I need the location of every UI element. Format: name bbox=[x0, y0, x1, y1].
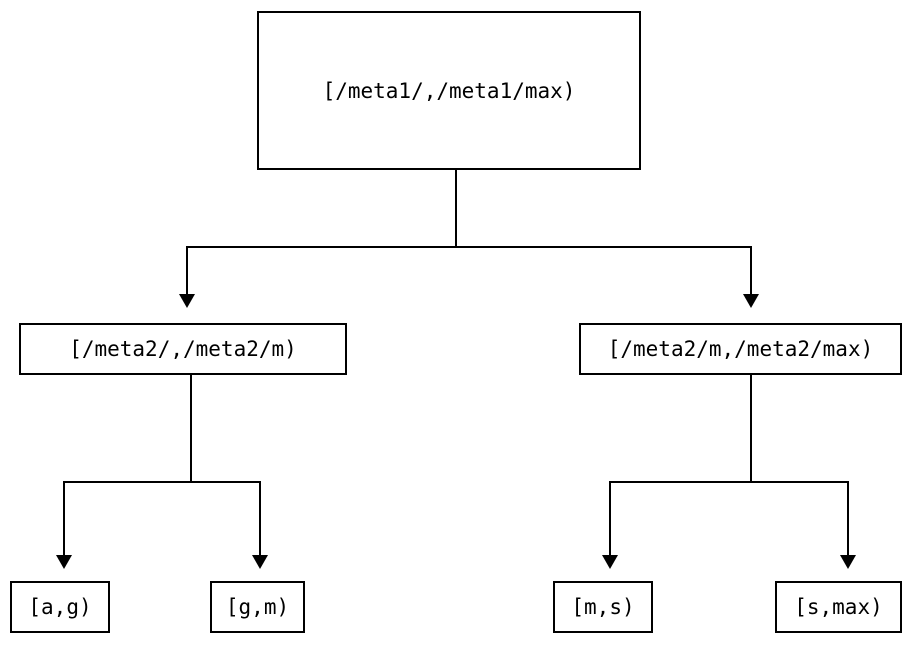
arrowhead-root-to-mid-right-icon bbox=[743, 294, 759, 308]
edge-mid-right-to-leaf-s-max-drop bbox=[847, 481, 849, 555]
node-leaf-g-m-label: [g,m) bbox=[225, 595, 290, 619]
edge-root-to-mid-right-drop bbox=[750, 246, 752, 294]
node-root-label: [/meta1/,/meta1/max) bbox=[322, 78, 576, 103]
node-mid-right-label: [/meta2/m,/meta2/max) bbox=[607, 337, 874, 361]
arrowhead-mid-left-to-leaf-g-m-icon bbox=[252, 555, 268, 569]
node-mid-left[interactable]: [/meta2/,/meta2/m) bbox=[19, 323, 347, 375]
node-leaf-m-s[interactable]: [m,s) bbox=[553, 581, 653, 633]
edge-mid-right-stem bbox=[750, 375, 752, 482]
node-leaf-a-g-label: [a,g) bbox=[28, 595, 92, 619]
edge-mid-left-to-leaf-a-g-drop bbox=[63, 481, 65, 555]
node-mid-right[interactable]: [/meta2/m,/meta2/max) bbox=[579, 323, 902, 375]
edge-root-to-mid-left-drop bbox=[186, 246, 188, 294]
arrowhead-root-to-mid-left-icon bbox=[179, 294, 195, 308]
edge-mid-left-to-leaf-g-m-drop bbox=[259, 481, 261, 555]
arrowhead-mid-left-to-leaf-a-g-icon bbox=[56, 555, 72, 569]
arrowhead-mid-right-to-leaf-m-s-icon bbox=[602, 555, 618, 569]
node-leaf-m-s-label: [m,s) bbox=[571, 595, 635, 619]
edge-root-crossbar bbox=[186, 246, 752, 248]
node-mid-left-label: [/meta2/,/meta2/m) bbox=[69, 337, 297, 361]
node-leaf-s-max[interactable]: [s,max) bbox=[775, 581, 902, 633]
node-leaf-s-max-label: [s,max) bbox=[794, 595, 883, 619]
edge-mid-right-to-leaf-m-s-drop bbox=[609, 481, 611, 555]
node-leaf-a-g[interactable]: [a,g) bbox=[10, 581, 110, 633]
edge-mid-right-crossbar bbox=[609, 481, 849, 483]
edge-mid-left-stem bbox=[190, 375, 192, 482]
node-root[interactable]: [/meta1/,/meta1/max) bbox=[257, 11, 641, 170]
edge-root-stem bbox=[455, 170, 457, 247]
node-leaf-g-m[interactable]: [g,m) bbox=[210, 581, 305, 633]
edge-mid-left-crossbar bbox=[63, 481, 261, 483]
arrowhead-mid-right-to-leaf-s-max-icon bbox=[840, 555, 856, 569]
